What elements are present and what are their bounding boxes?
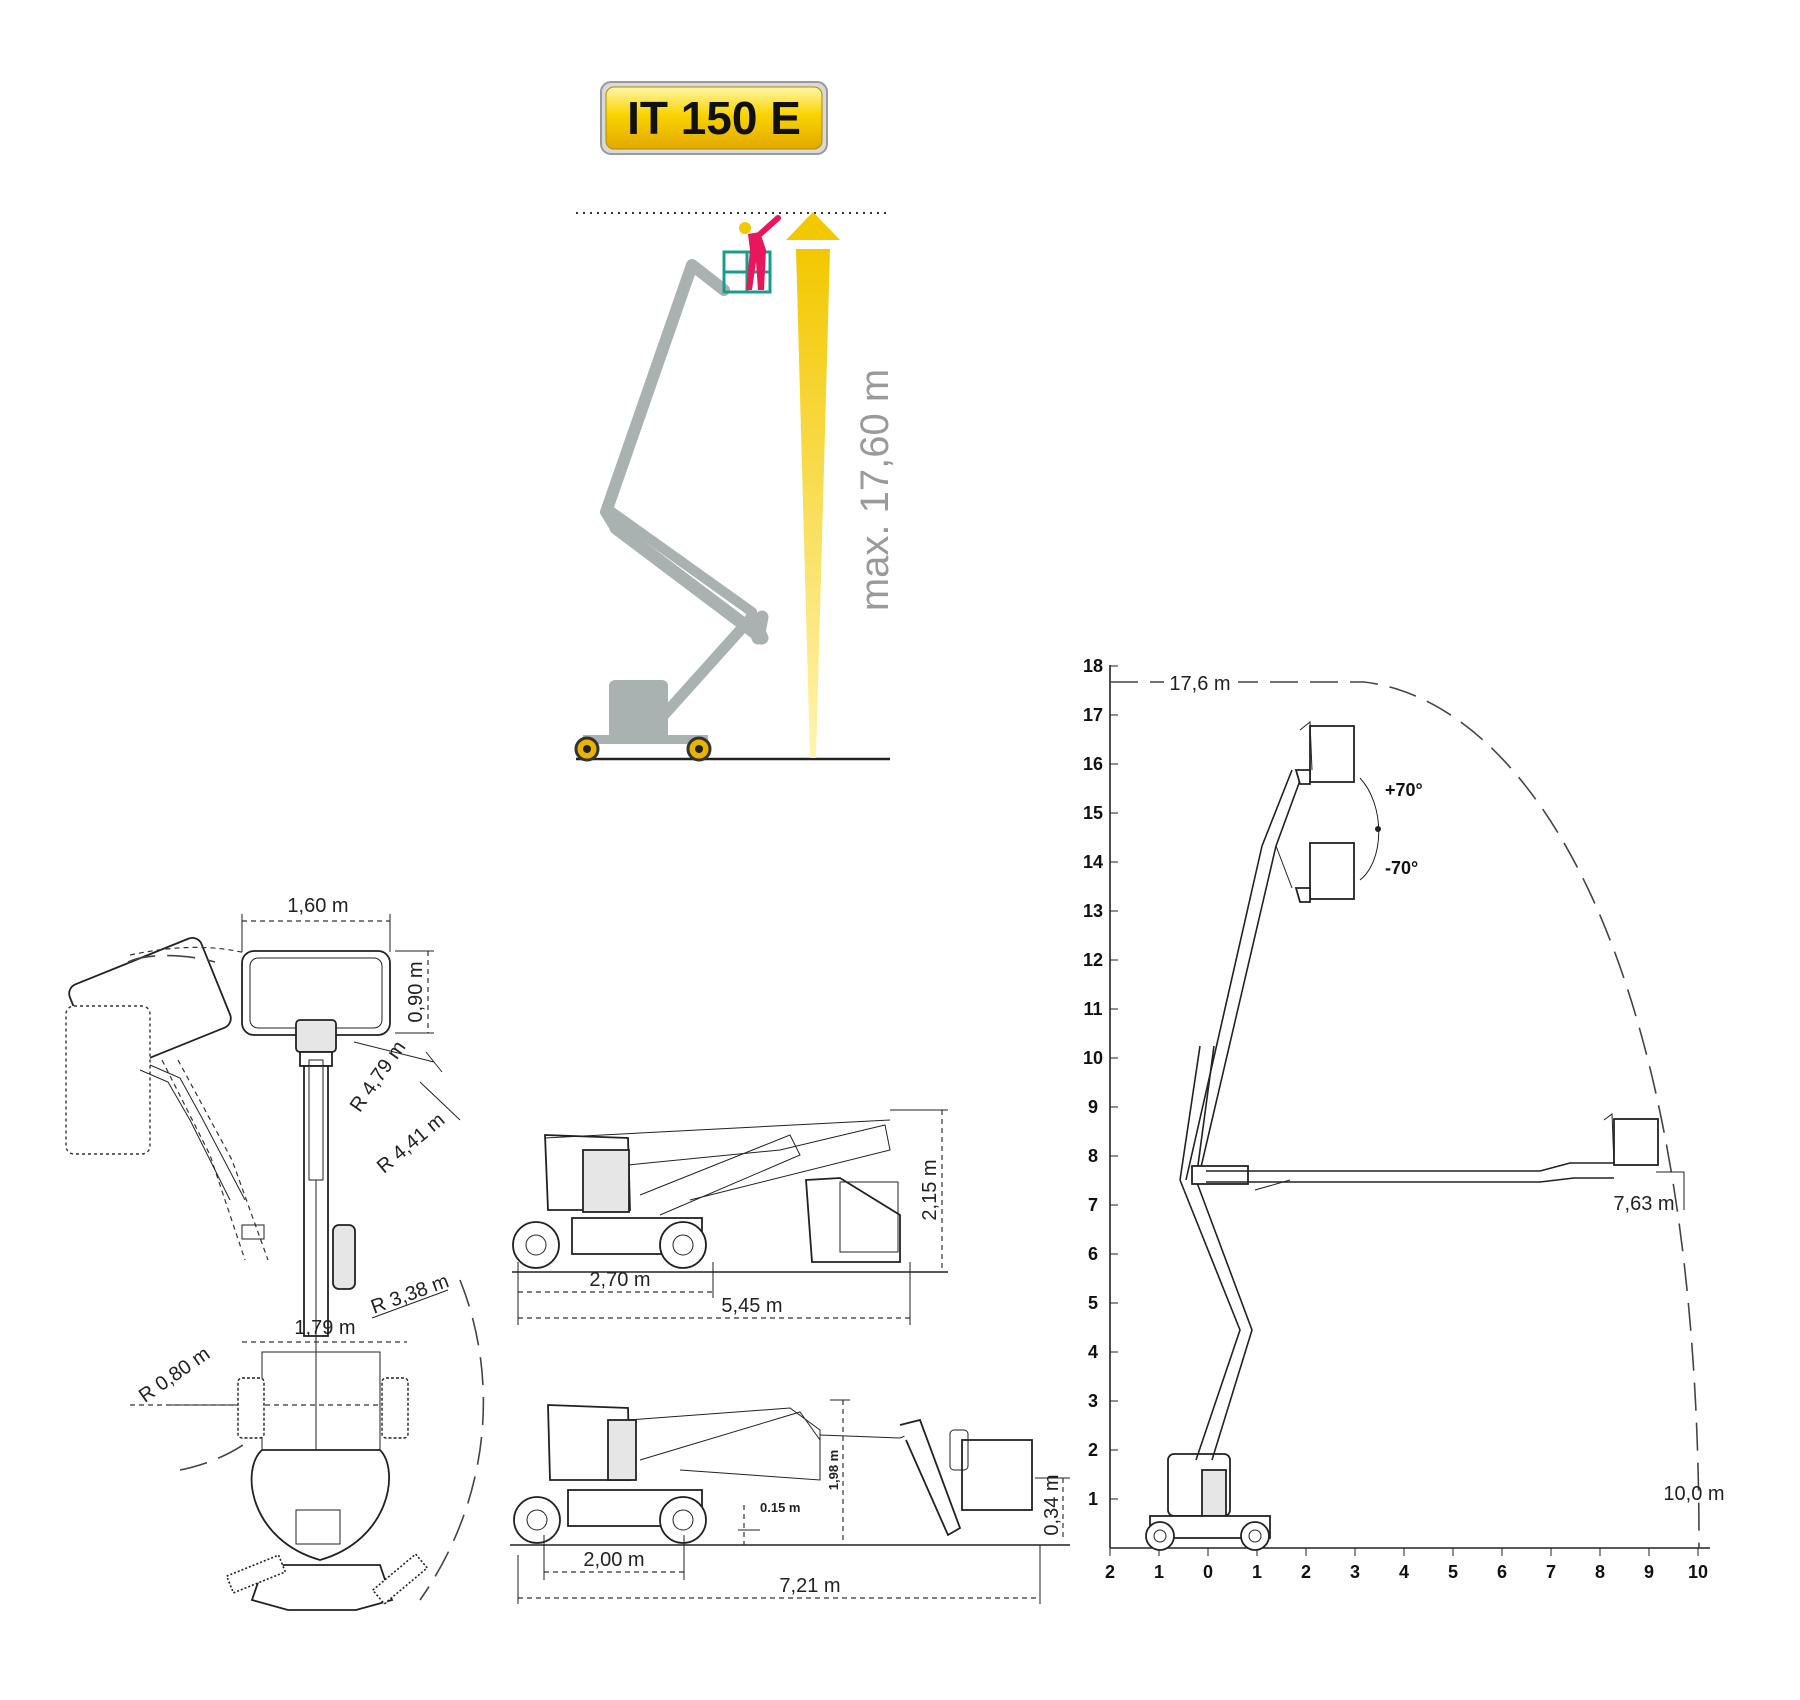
wheel-icon bbox=[1145, 1521, 1175, 1551]
platform-width-dim: 1,60 m bbox=[287, 895, 348, 917]
top-view: 1,60 m 0,90 m R 4,79 m R 4,41 m R 3,38 m bbox=[65, 895, 485, 1611]
x-tick-label: 1 bbox=[1252, 1562, 1262, 1582]
x-tick-label: 5 bbox=[1448, 1562, 1458, 1582]
max-height-label: max. 17,60 m bbox=[853, 369, 897, 611]
x-tick-label: 1 bbox=[1154, 1562, 1164, 1582]
x-tick-label: 8 bbox=[1595, 1562, 1605, 1582]
platform-depth-dim: 0,90 m bbox=[405, 961, 427, 1022]
wheel-icon bbox=[659, 1496, 707, 1544]
height-arrow bbox=[796, 249, 830, 758]
y-tick-label: 2 bbox=[1088, 1440, 1098, 1460]
y-tick-label: 3 bbox=[1088, 1391, 1098, 1411]
y-tick-label: 6 bbox=[1088, 1244, 1098, 1264]
y-tick-label: 11 bbox=[1083, 999, 1102, 1019]
wheel-icon bbox=[659, 1221, 707, 1269]
y-tick-label: 4 bbox=[1088, 1342, 1098, 1362]
jib-up-angle: +70° bbox=[1385, 780, 1423, 800]
side-view-stowed: 2,15 m 2,70 m 5,45 m bbox=[512, 1109, 948, 1325]
x-tick-label: 2 bbox=[1301, 1562, 1311, 1582]
model-badge: IT 150 E bbox=[600, 81, 828, 155]
envelope-max-height: 17,6 m bbox=[1169, 673, 1230, 695]
transport-length-dim: 7,21 m bbox=[779, 1575, 840, 1597]
transport-wheelbase-dim: 2,00 m bbox=[583, 1549, 644, 1571]
side-view-transport: 1,98 m 0.15 m 0,34 m 2,00 m 7,21 m bbox=[510, 1399, 1070, 1604]
machine-silhouette bbox=[600, 259, 769, 731]
y-tick-label: 13 bbox=[1083, 901, 1103, 921]
y-tick-label: 9 bbox=[1088, 1097, 1098, 1117]
x-tick-label: 4 bbox=[1399, 1562, 1409, 1582]
y-tick-label: 16 bbox=[1083, 754, 1103, 774]
ground-clearance-dim: 0.15 m bbox=[760, 1500, 800, 1515]
y-tick-label: 15 bbox=[1083, 803, 1103, 823]
y-tick-label: 5 bbox=[1088, 1293, 1098, 1313]
outreach-height-dim: 7,63 m bbox=[1613, 1193, 1674, 1215]
radius-outer-dim: R 4,79 m bbox=[346, 1037, 411, 1116]
stowed-length-dim: 5,45 m bbox=[721, 1295, 782, 1317]
x-tick-label: 6 bbox=[1497, 1562, 1507, 1582]
radius-turret-dim: R 3,38 m bbox=[368, 1270, 452, 1318]
wheel-icon bbox=[513, 1496, 561, 1544]
wheel-icon bbox=[512, 1221, 560, 1269]
transport-height-dim: 1,98 m bbox=[826, 1450, 841, 1490]
y-tick-label: 7 bbox=[1088, 1195, 1098, 1215]
y-tick-label: 10 bbox=[1083, 1048, 1103, 1068]
model-name: IT 150 E bbox=[627, 92, 801, 144]
stowed-height-dim: 2,15 m bbox=[919, 1159, 941, 1220]
x-tick-label: 10 bbox=[1688, 1562, 1708, 1582]
y-tick-label: 12 bbox=[1083, 950, 1103, 970]
y-tick-label: 18 bbox=[1083, 656, 1103, 676]
jib-down-angle: -70° bbox=[1385, 858, 1418, 878]
operator-icon bbox=[739, 215, 781, 290]
x-tick-label: 3 bbox=[1350, 1562, 1360, 1582]
radius-inner-dim: R 4,41 m bbox=[373, 1109, 449, 1178]
platform-height-dim: 0,34 m bbox=[1041, 1474, 1063, 1535]
max-outreach-dim: 10,0 m bbox=[1663, 1483, 1724, 1505]
y-tick-label: 14 bbox=[1083, 852, 1103, 872]
wheel-icon bbox=[1240, 1521, 1270, 1551]
stowed-wheelbase-dim: 2,70 m bbox=[589, 1269, 650, 1291]
envelope-curve bbox=[1110, 681, 1700, 1549]
radius-inner-turn-dim: R 0,80 m bbox=[135, 1343, 214, 1408]
x-tick-label: 9 bbox=[1644, 1562, 1654, 1582]
y-tick-label: 1 bbox=[1088, 1489, 1098, 1509]
y-tick-label: 8 bbox=[1088, 1146, 1098, 1166]
x-tick-label: 2 bbox=[1105, 1562, 1115, 1582]
height-view: max. 17,60 m bbox=[574, 212, 897, 762]
y-tick-label: 17 bbox=[1083, 705, 1103, 725]
x-tick-label: 7 bbox=[1546, 1562, 1556, 1582]
chassis-width-dim: 1,79 m bbox=[294, 1317, 355, 1339]
x-tick-label: 0 bbox=[1203, 1562, 1213, 1582]
